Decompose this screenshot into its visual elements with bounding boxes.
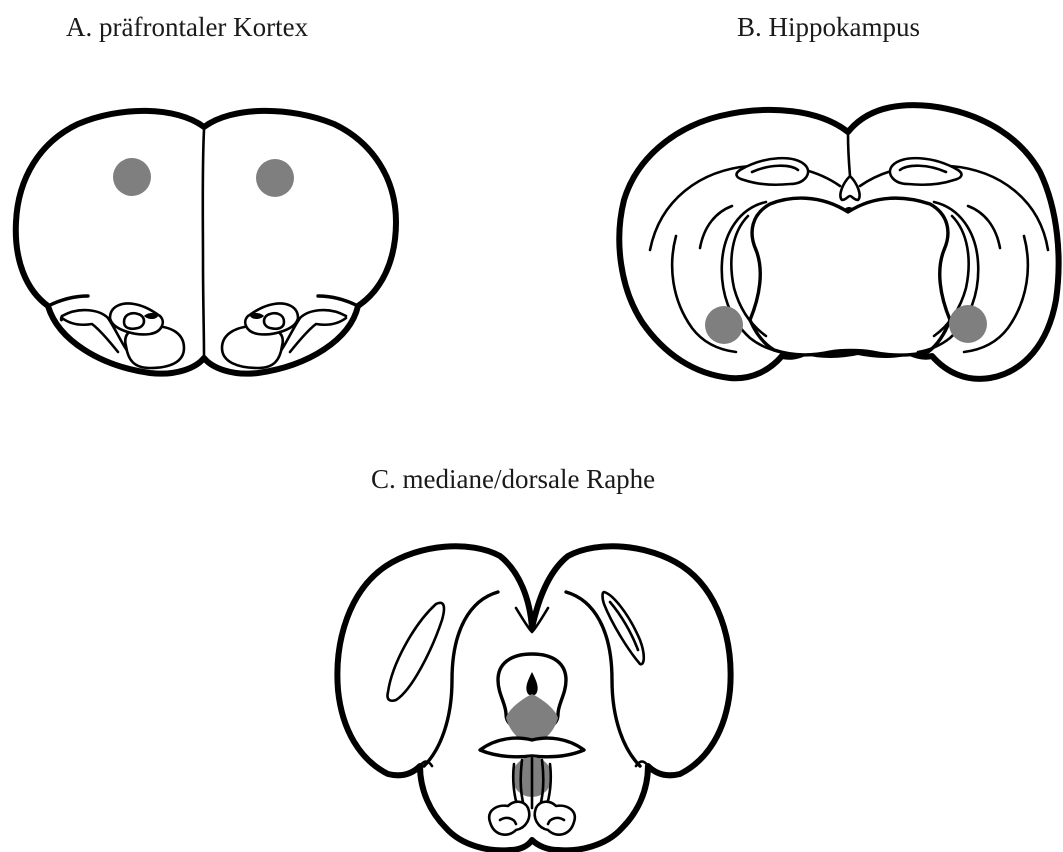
panel-a-right-structure-small bbox=[264, 313, 284, 328]
panel-a-outline bbox=[16, 111, 396, 374]
panel-a-section bbox=[16, 111, 396, 374]
panel-b-marker-left bbox=[705, 306, 743, 344]
panel-a-marker-left bbox=[113, 158, 151, 196]
panel-a-left-structure-small bbox=[124, 313, 144, 328]
panel-b-marker-right bbox=[949, 305, 987, 343]
panel-a-marker-right bbox=[256, 159, 294, 197]
panel-b-section bbox=[619, 105, 1058, 379]
panel-b-thalamus bbox=[750, 198, 950, 355]
panel-c-section bbox=[337, 546, 730, 850]
panel-a-midline bbox=[203, 130, 204, 356]
panel-c-crescent bbox=[480, 738, 584, 757]
